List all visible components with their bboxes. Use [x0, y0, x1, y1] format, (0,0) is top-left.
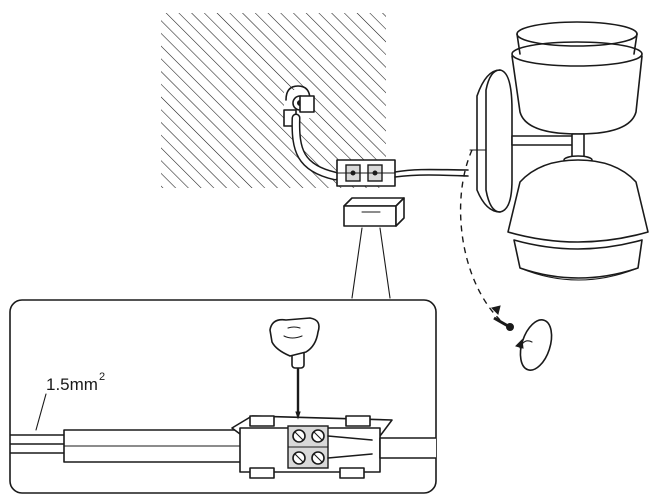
- detail-callout-lines: [351, 227, 391, 299]
- detail-connector: [231, 415, 393, 479]
- wall-lamp: [469, 21, 649, 281]
- fixture-wire: [394, 168, 469, 178]
- terminal-block: [336, 159, 396, 187]
- hand-icon: [269, 317, 320, 357]
- wall-section: [161, 13, 386, 188]
- wire-gauge-label: 1.5mm 2: [35, 371, 105, 431]
- detail-panel: [9, 299, 437, 494]
- supply-cable: [291, 113, 340, 181]
- mounting-screw: [493, 316, 514, 331]
- decorative-cap: [515, 319, 553, 371]
- detail-wires: [10, 429, 245, 463]
- detail-outgoing-cable: [379, 437, 436, 459]
- wire-gauge-exponent: 2: [99, 371, 105, 383]
- mounting-path: [459, 149, 501, 321]
- wire-gauge-text: 1.5mm: [46, 375, 98, 394]
- terminal-cover: [343, 197, 405, 227]
- wall-hook: [283, 85, 315, 127]
